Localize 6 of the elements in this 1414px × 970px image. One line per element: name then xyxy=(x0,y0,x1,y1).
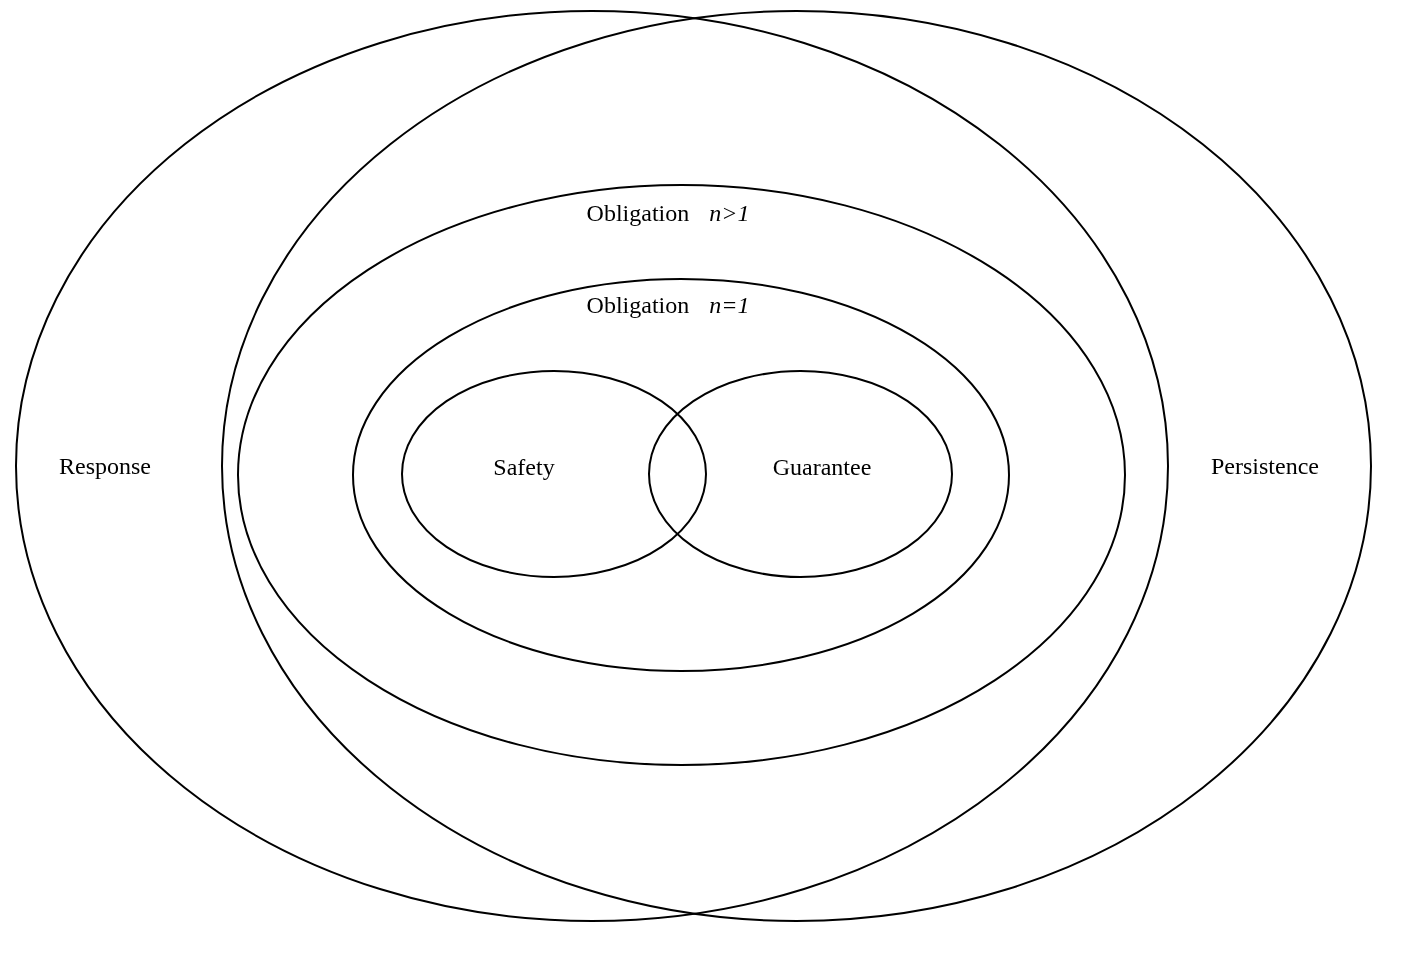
set-label: Response xyxy=(59,452,151,480)
set-label: Obligation n=1 xyxy=(586,291,750,319)
set-label: Safety xyxy=(493,453,555,481)
set-label: Obligation n>1 xyxy=(586,199,750,227)
set-label: Guarantee xyxy=(772,453,872,481)
set-label: Persistence xyxy=(1211,452,1319,480)
